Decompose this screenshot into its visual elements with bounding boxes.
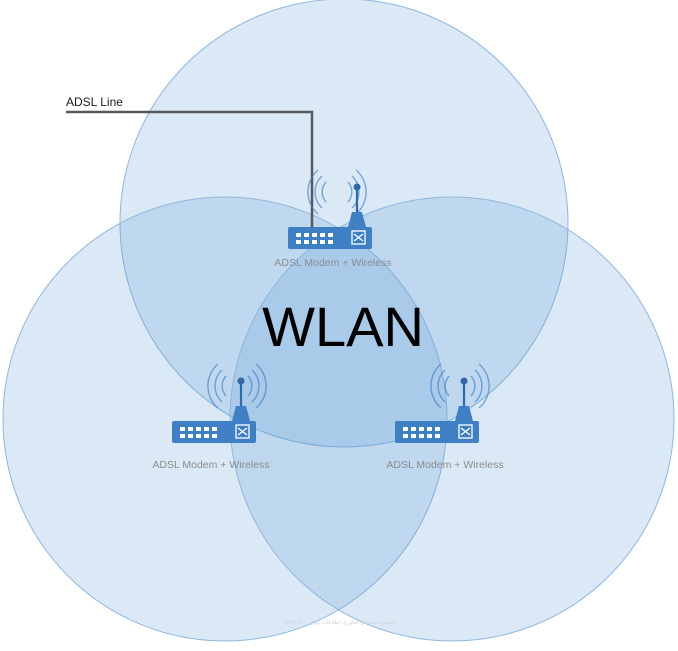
adsl-line: ADSL Line [66,95,314,229]
router-label: ADSL Modem + Wireless [152,459,269,471]
coverage-area-left [2,196,448,642]
wireless-router-icon [395,363,490,443]
router-top: ADSL Modem + Wireless [274,169,392,269]
router-right: ADSL Modem + Wireless [386,363,504,471]
wifi-signal-icon [307,169,367,215]
watermark: ITPro.ir - انجمن تخصصی فناوری اطلاعات ای… [283,620,395,626]
adsl-cable [66,110,314,229]
router-left: ADSL Modem + Wireless [152,363,270,471]
router-label: ADSL Modem + Wireless [386,459,503,471]
wifi-signal-icon [430,363,490,409]
wireless-router-icon [288,169,372,249]
wlan-label: WLAN [262,295,424,358]
router-label: ADSL Modem + Wireless [274,257,391,269]
wireless-router-icon [172,363,267,443]
coverage-area-right [229,196,675,642]
router-ports [180,427,217,438]
router-ports [403,427,440,438]
wifi-signal-icon [207,363,267,409]
router-ports [296,233,333,244]
adsl-line-label: ADSL Line [66,95,123,109]
